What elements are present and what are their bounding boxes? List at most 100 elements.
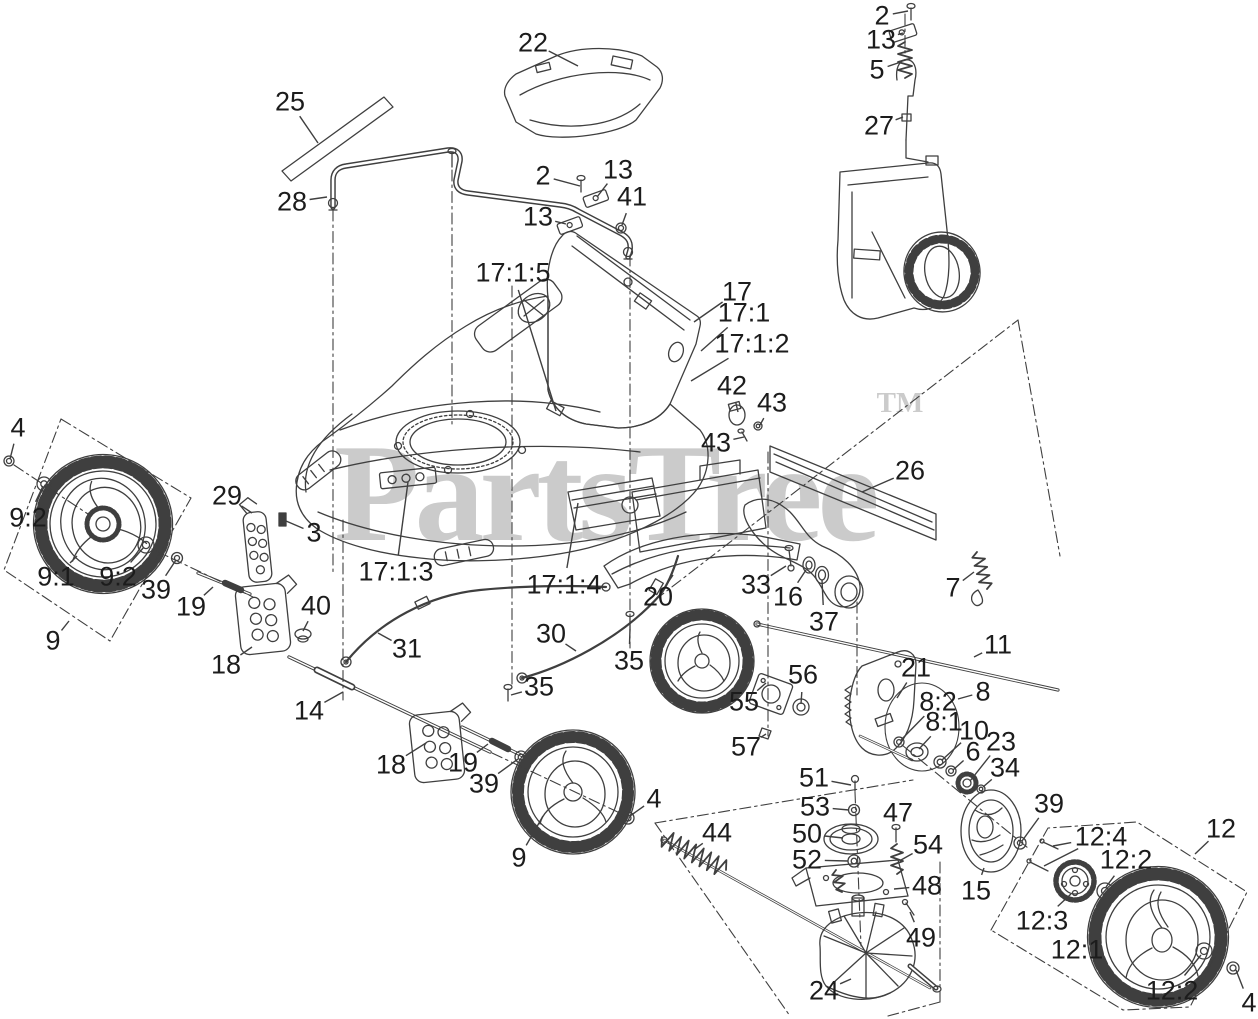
callout-29: 29	[211, 480, 243, 511]
adjuster-wheel	[903, 231, 981, 313]
mower-deck	[295, 147, 763, 567]
hub-bracket-55	[748, 673, 794, 715]
callout-28: 28	[276, 186, 308, 217]
bracket-18-lower	[408, 702, 472, 784]
callout-9: 9	[45, 625, 61, 656]
callout-6: 6	[965, 736, 981, 767]
callout-39: 39	[1033, 788, 1065, 819]
callout-16: 16	[772, 581, 804, 612]
callout-41: 41	[616, 181, 648, 212]
drive-disc-15	[960, 789, 1022, 873]
callout-2: 2	[874, 0, 890, 31]
sector-plate-21	[848, 650, 917, 756]
callout-9-2: 9:2	[9, 502, 47, 533]
latch-plate-29	[238, 497, 273, 583]
callout-12-1: 12:1	[1050, 934, 1104, 965]
callout-4: 4	[10, 412, 26, 443]
callout-17: 17	[721, 276, 753, 307]
callout-34: 34	[989, 752, 1021, 783]
watermark-tm: TM	[876, 387, 924, 420]
callout-57: 57	[730, 731, 762, 762]
deck-decal-small	[378, 466, 438, 490]
cable-31	[344, 584, 608, 664]
callout-9-1: 9:1	[37, 561, 75, 592]
callout-4: 4	[646, 783, 662, 814]
callout-5: 5	[869, 54, 885, 85]
cable-30	[520, 554, 680, 680]
callout-37: 37	[808, 606, 840, 637]
gear-12-3	[1053, 859, 1097, 903]
callout-24: 24	[808, 975, 840, 1006]
mount-plate-48	[805, 859, 909, 907]
callout-43: 43	[700, 427, 732, 458]
callout-17-1-4: 17:1:4	[526, 569, 602, 600]
callout-19: 19	[447, 747, 479, 778]
callout-44: 44	[701, 817, 733, 848]
callout-26: 26	[894, 455, 926, 486]
drive-wheel-right	[1013, 836, 1240, 1009]
bracket-18-upper	[234, 574, 298, 656]
callout-20: 20	[642, 581, 674, 612]
callout-12-4: 12:4	[1074, 821, 1128, 852]
callout-30: 30	[535, 618, 567, 649]
deck-body	[295, 295, 709, 562]
callout-8-2: 8:2	[919, 686, 957, 717]
control-cables	[340, 554, 680, 702]
spring-7-hook	[970, 589, 984, 607]
callout-54: 54	[912, 829, 944, 860]
callout-2: 2	[535, 160, 551, 191]
callout-49: 49	[905, 922, 937, 953]
callout-35: 35	[613, 645, 645, 676]
callout-8-1: 8:1	[925, 706, 963, 737]
engine-cover	[503, 47, 664, 138]
handle-label-strip	[281, 96, 394, 182]
chute-panel	[631, 469, 767, 553]
callout-22: 22	[517, 27, 549, 58]
callout-53: 53	[799, 791, 831, 822]
height-adjuster-housing	[836, 2, 981, 320]
callout-25: 25	[274, 86, 306, 117]
callout-11: 11	[983, 629, 1013, 660]
blade-ring	[395, 410, 521, 474]
front-wheel-bottom	[510, 729, 636, 855]
callout-21: 21	[900, 652, 932, 683]
callout-9-2: 9:2	[99, 561, 137, 592]
callout-18: 18	[210, 649, 242, 680]
callout-12-2: 12:2	[1099, 844, 1153, 875]
panel-26	[769, 445, 937, 541]
adjuster-rod	[895, 59, 917, 141]
brand-decal	[473, 278, 563, 353]
callout-8: 8	[975, 676, 991, 707]
front-bumper-center	[433, 538, 495, 567]
wheel-arm-casting	[743, 498, 861, 608]
callout-13: 13	[602, 154, 634, 185]
callout-23: 23	[985, 726, 1017, 757]
callout-43: 43	[756, 387, 788, 418]
callout-39: 39	[468, 768, 500, 799]
callout-17-1-5: 17:1:5	[475, 257, 551, 288]
callout-35: 35	[523, 671, 555, 702]
callout-12: 12	[1205, 813, 1237, 844]
callout-33: 33	[740, 569, 772, 600]
callout-17-1-2: 17:1:2	[714, 328, 790, 359]
callout-9: 9	[511, 842, 527, 873]
callout-10: 10	[958, 715, 990, 746]
callout-52: 52	[791, 844, 823, 875]
group-ellipse-8	[884, 682, 960, 772]
callout-18: 18	[375, 749, 407, 780]
callout-14: 14	[293, 695, 325, 726]
callout-13: 13	[522, 201, 554, 232]
front-bumper-left	[295, 450, 342, 491]
callout-42: 42	[716, 370, 748, 401]
front-wheel-left	[3, 453, 184, 595]
callout-56: 56	[787, 659, 819, 690]
pin-3	[278, 512, 287, 527]
callout-19: 19	[175, 591, 207, 622]
callout-15: 15	[960, 875, 992, 906]
left-hardware	[196, 497, 528, 784]
callout-7: 7	[945, 572, 961, 603]
callout-55: 55	[728, 686, 760, 717]
